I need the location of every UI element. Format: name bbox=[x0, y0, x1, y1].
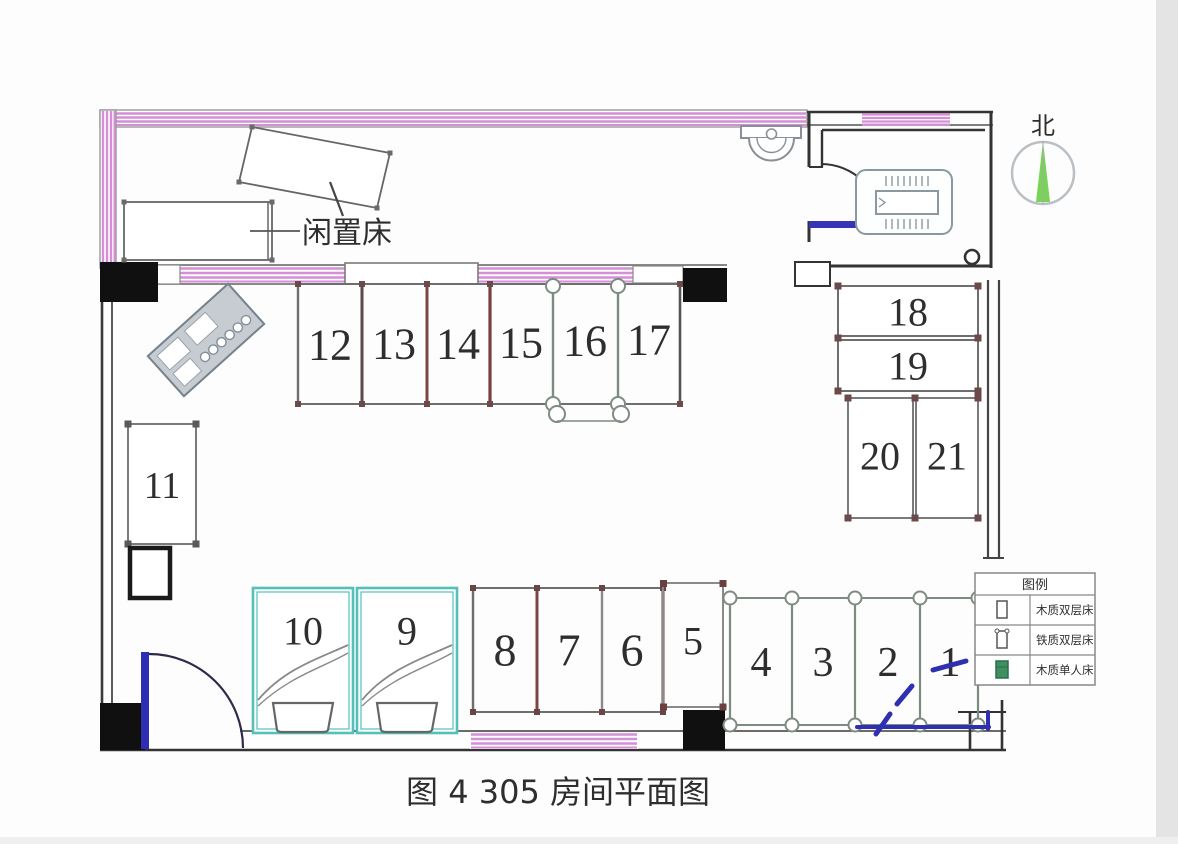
bed-10-label: 10 bbox=[283, 609, 323, 654]
squat-toilet bbox=[855, 169, 953, 235]
wall-pilaster bbox=[794, 261, 831, 287]
legend-item-3-label: 木质单人床 bbox=[1036, 663, 1094, 677]
bed-16-label: 16 bbox=[563, 317, 607, 366]
idle-bed-flat bbox=[121, 199, 300, 263]
columns bbox=[100, 262, 727, 750]
pillow bbox=[375, 701, 439, 734]
entrance-door-leaf bbox=[141, 652, 149, 749]
route-dashed-line bbox=[855, 658, 991, 737]
bed-11: 11 bbox=[124, 420, 200, 548]
wall-opening bbox=[156, 264, 181, 285]
legend-item-1-label: 木质双层床 bbox=[1036, 603, 1094, 617]
corner-markers bbox=[121, 199, 275, 263]
bed-5: 5 bbox=[660, 580, 727, 711]
bathroom-window bbox=[862, 113, 950, 126]
edge-shade-bottom bbox=[0, 837, 1178, 844]
bed-20-label: 20 bbox=[860, 434, 900, 479]
column bbox=[100, 703, 145, 750]
bed-6-label: 6 bbox=[621, 625, 644, 676]
edge-shade-right bbox=[1156, 0, 1178, 844]
idle-bed-tilted bbox=[236, 124, 393, 211]
figure-caption: 图 4 305 房间平面图 bbox=[406, 773, 710, 811]
legend-title: 图例 bbox=[1022, 578, 1048, 593]
idle-bed-leader-line bbox=[328, 181, 345, 217]
blanket-line bbox=[361, 652, 453, 707]
wash-basin bbox=[740, 125, 802, 162]
wooden-bunk-bed-icon bbox=[996, 600, 1008, 619]
balcony-area: 闲置床 bbox=[121, 124, 393, 263]
floor-drain bbox=[963, 248, 981, 266]
corner-markers bbox=[834, 282, 982, 522]
bottom-wall bbox=[100, 730, 1006, 752]
iron-bed-posts bbox=[545, 278, 630, 423]
dividing-window-1 bbox=[180, 267, 345, 283]
wall-opening bbox=[344, 262, 479, 285]
outer-walls bbox=[99, 109, 1006, 752]
bed-14-label: 14 bbox=[436, 320, 480, 369]
beds-18-21: 18 19 20 21 bbox=[834, 282, 982, 522]
bed-15-label: 15 bbox=[499, 319, 543, 368]
bed-19 bbox=[837, 339, 979, 392]
column bbox=[683, 268, 727, 302]
bed-10: 10 bbox=[251, 586, 355, 735]
bed-8-label: 8 bbox=[494, 625, 517, 676]
column bbox=[683, 710, 725, 750]
shoe-rack bbox=[146, 282, 266, 398]
top-window-wall bbox=[99, 109, 808, 128]
bed-18-label: 18 bbox=[888, 290, 928, 335]
compass: 北 bbox=[1010, 112, 1076, 206]
wooden-single-bed-icon bbox=[995, 660, 1009, 679]
bed-9: 9 bbox=[355, 586, 459, 735]
compass-north-label: 北 bbox=[1031, 112, 1055, 140]
right-wall bbox=[958, 280, 1006, 750]
bed-17-label: 17 bbox=[627, 316, 671, 365]
balcony-dividing-wall bbox=[100, 262, 727, 285]
entrance-door bbox=[141, 652, 245, 749]
blanket-line bbox=[361, 644, 453, 701]
left-window-wall bbox=[99, 109, 117, 269]
wall-opening bbox=[632, 265, 684, 284]
toilet-hatch-top bbox=[885, 176, 929, 186]
bed-13-label: 13 bbox=[372, 320, 416, 369]
bed-row-8-6: 8 7 6 bbox=[470, 585, 666, 715]
bathroom bbox=[794, 110, 993, 287]
blanket-line bbox=[257, 652, 349, 707]
left-wall bbox=[100, 268, 113, 750]
bed-20 bbox=[847, 397, 914, 519]
bed-18 bbox=[837, 285, 979, 337]
bed-4-label: 4 bbox=[751, 640, 772, 686]
bed-2-label: 2 bbox=[878, 640, 899, 686]
corner-markers bbox=[660, 580, 727, 711]
legend: 图例 木质双层床 铁质双层床 木质单人床 bbox=[974, 572, 1096, 686]
legend-item-2-label: 铁质双层床 bbox=[1036, 633, 1094, 647]
bed-7-label: 7 bbox=[558, 625, 581, 676]
bed-9-label: 9 bbox=[397, 609, 417, 654]
entrance-door-swing-arc bbox=[148, 652, 245, 749]
bed-12-label: 12 bbox=[308, 321, 352, 370]
bed-21 bbox=[915, 397, 979, 519]
toilet-hatch-bottom bbox=[885, 219, 929, 229]
bed-19-label: 19 bbox=[888, 344, 928, 389]
iron-bunk-bed-icon bbox=[994, 628, 1010, 649]
bed-11-label: 11 bbox=[144, 465, 181, 507]
locker-cabinet bbox=[127, 545, 173, 601]
corner-markers bbox=[124, 420, 200, 548]
bed-21-label: 21 bbox=[927, 434, 967, 479]
blanket-line bbox=[257, 644, 349, 701]
bottom-window bbox=[470, 732, 638, 749]
column bbox=[100, 262, 158, 302]
corner-markers bbox=[295, 281, 683, 407]
pillow bbox=[271, 701, 335, 734]
bed-row-4-1: 4 3 2 1 bbox=[722, 590, 986, 733]
bed-3-label: 3 bbox=[813, 640, 834, 686]
shoe-rack-holes bbox=[199, 314, 252, 363]
bed-5-label: 5 bbox=[683, 619, 703, 664]
corner-markers bbox=[236, 124, 393, 211]
idle-bed-label: 闲置床 bbox=[302, 216, 392, 251]
bed-row-12-17: 12 13 14 15 16 17 bbox=[295, 278, 683, 423]
